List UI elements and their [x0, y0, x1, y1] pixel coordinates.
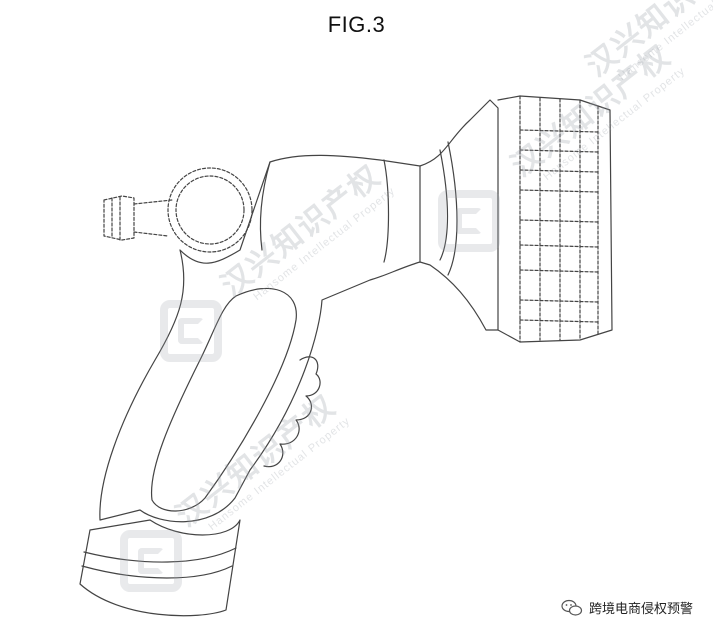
account-footer: 跨境电商侵权预警 [561, 598, 693, 617]
handle-slot [150, 287, 297, 512]
watermark-logo-icon [438, 190, 500, 252]
watermark-logo-icon [120, 530, 182, 592]
figure-title: FIG.3 [327, 12, 386, 37]
sprayer-head [497, 95, 613, 343]
trigger-ribs [263, 356, 321, 468]
body-outline [99, 99, 499, 523]
hose-connector [103, 167, 253, 253]
wechat-icon [561, 599, 583, 616]
watermark-logo-icon [160, 300, 222, 362]
account-name: 跨境电商侵权预警 [588, 602, 693, 617]
handle-base [79, 519, 241, 617]
